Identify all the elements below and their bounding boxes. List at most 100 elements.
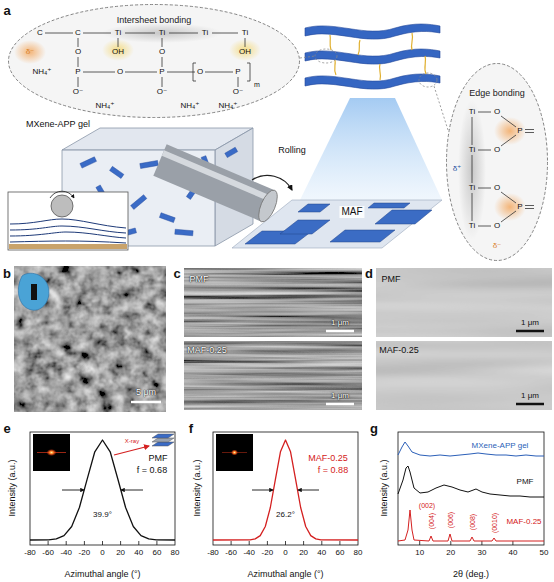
atom-label: O [159, 48, 165, 56]
tick-label: 60 [152, 549, 161, 557]
atom-label: Ti [242, 29, 248, 37]
atom-label: P [517, 127, 522, 135]
panel-letter: d [365, 267, 373, 280]
charge-label: δ⁻ [26, 48, 35, 56]
curve-label: MAF-0.25 [506, 518, 541, 526]
axis-title: Intensity (a.u.) [380, 459, 389, 516]
scale-label: 1 μm [331, 392, 349, 400]
atom-label: Ti [202, 29, 208, 37]
atom-label: O⁻ [157, 88, 167, 96]
atom-label: NH₄⁺ [32, 68, 51, 76]
atom-label: OH [112, 48, 124, 56]
atom-label: C [75, 29, 81, 37]
tick-label: 20 [299, 549, 308, 557]
panel-letter: b [3, 267, 11, 280]
tick-label: 80 [171, 549, 180, 557]
material-label: MAF [339, 206, 364, 218]
sample-label: MAF-0.25 [308, 454, 348, 463]
atom-label: Ti [469, 222, 475, 230]
tick-label: 30 [477, 549, 486, 557]
atom-label: O [117, 68, 123, 76]
tick-label: 80 [354, 549, 363, 557]
peak-label: (0010) [491, 513, 498, 533]
tick-label: 40 [134, 549, 143, 557]
atom-label: Ti [469, 146, 475, 154]
repeat-subscript: m [254, 81, 260, 88]
atom-label: O [494, 108, 500, 116]
peak-label: (004) [428, 513, 435, 529]
tick-label: -80 [207, 549, 219, 557]
atom-label: Ti [159, 29, 165, 37]
sample-label: PMF [149, 454, 168, 463]
tick-label: 20 [116, 549, 125, 557]
tick-label: -40 [243, 549, 255, 557]
tick-label: -60 [42, 549, 54, 557]
charge-label: δ⁺ [453, 165, 462, 173]
ellipse-heading: Edge bonding [469, 88, 525, 98]
panel-letter: c [173, 267, 180, 280]
atom-label: O⁻ [233, 88, 243, 96]
tick-label: 20 [446, 549, 455, 557]
atom-label: O [494, 184, 500, 192]
panel-letter: g [370, 422, 378, 435]
atom-label: P [235, 68, 240, 76]
sample-label: MAF-0.25 [379, 346, 419, 355]
scale-label: 5 μm [136, 388, 156, 397]
scale-label: 1 μm [521, 319, 539, 327]
peak-label: (002) [419, 502, 435, 509]
axis-title: 2θ (deg.) [453, 570, 489, 579]
tick-label: 0 [283, 549, 287, 557]
atom-label: P [159, 68, 164, 76]
atom-label: NH₄⁺ [95, 102, 114, 110]
sample-label: PMF [382, 275, 401, 284]
beam-label: X-ray [125, 438, 139, 444]
sample-label: MAF-0.25 [187, 346, 227, 355]
atom-label: P [75, 68, 80, 76]
atom-label: P [517, 203, 522, 211]
atom-label: NH₄⁺ [218, 102, 237, 110]
panel-letter: e [3, 422, 10, 435]
atom-label: O⁻ [73, 88, 83, 96]
tick-label: -80 [24, 549, 36, 557]
tick-label: 60 [335, 549, 344, 557]
orientation-label: f = 0.88 [318, 466, 348, 475]
axis-title: Azimuthal angle (°) [64, 570, 140, 579]
zoom-ellipse: Intersheet bonding [8, 4, 300, 118]
orientation-label: f = 0.68 [137, 466, 167, 475]
fwhm-label: 39.9° [93, 511, 112, 519]
atom-label: OH [239, 48, 251, 56]
tick-label: -20 [262, 549, 274, 557]
panel-letter: f [189, 422, 193, 435]
tick-label: -20 [79, 549, 91, 557]
curve-label: PMF [517, 478, 534, 486]
tick-label: 40 [317, 549, 326, 557]
panel-letter: a [3, 4, 10, 17]
atom-label: C [37, 29, 43, 37]
axis-title: Intensity (a.u.) [8, 459, 17, 516]
atom-label: O [494, 146, 500, 154]
peak-label: (008) [469, 514, 476, 530]
peak-label: (006) [447, 512, 454, 528]
process-label: Rolling [278, 146, 306, 155]
atom-label: Ti [469, 184, 475, 192]
fwhm-label: 26.2° [276, 511, 295, 519]
zoom-ellipse: Edge bonding [446, 63, 548, 261]
atom-label: O [197, 68, 203, 76]
charge-label: δ⁻ [493, 242, 502, 250]
atom-label: NH₄⁺ [180, 102, 199, 110]
tick-label: 40 [508, 549, 517, 557]
atom-label: Ti [469, 108, 475, 116]
scale-label: 1 μm [521, 392, 539, 400]
atom-label: O [75, 48, 81, 56]
material-label: MXene-APP gel [26, 120, 90, 129]
scale-label: 1 μm [331, 319, 349, 327]
tick-label: 0 [100, 549, 104, 557]
tick-label: -40 [60, 549, 72, 557]
axis-title: Azimuthal angle (°) [247, 570, 323, 579]
axis-title: Intensity (a.u.) [193, 459, 202, 516]
ellipse-heading: Intersheet bonding [117, 15, 192, 25]
atom-label: O [494, 222, 500, 230]
sample-label: PMF [190, 275, 209, 284]
atom-label: Ti [115, 29, 121, 37]
tick-label: 10 [415, 549, 424, 557]
